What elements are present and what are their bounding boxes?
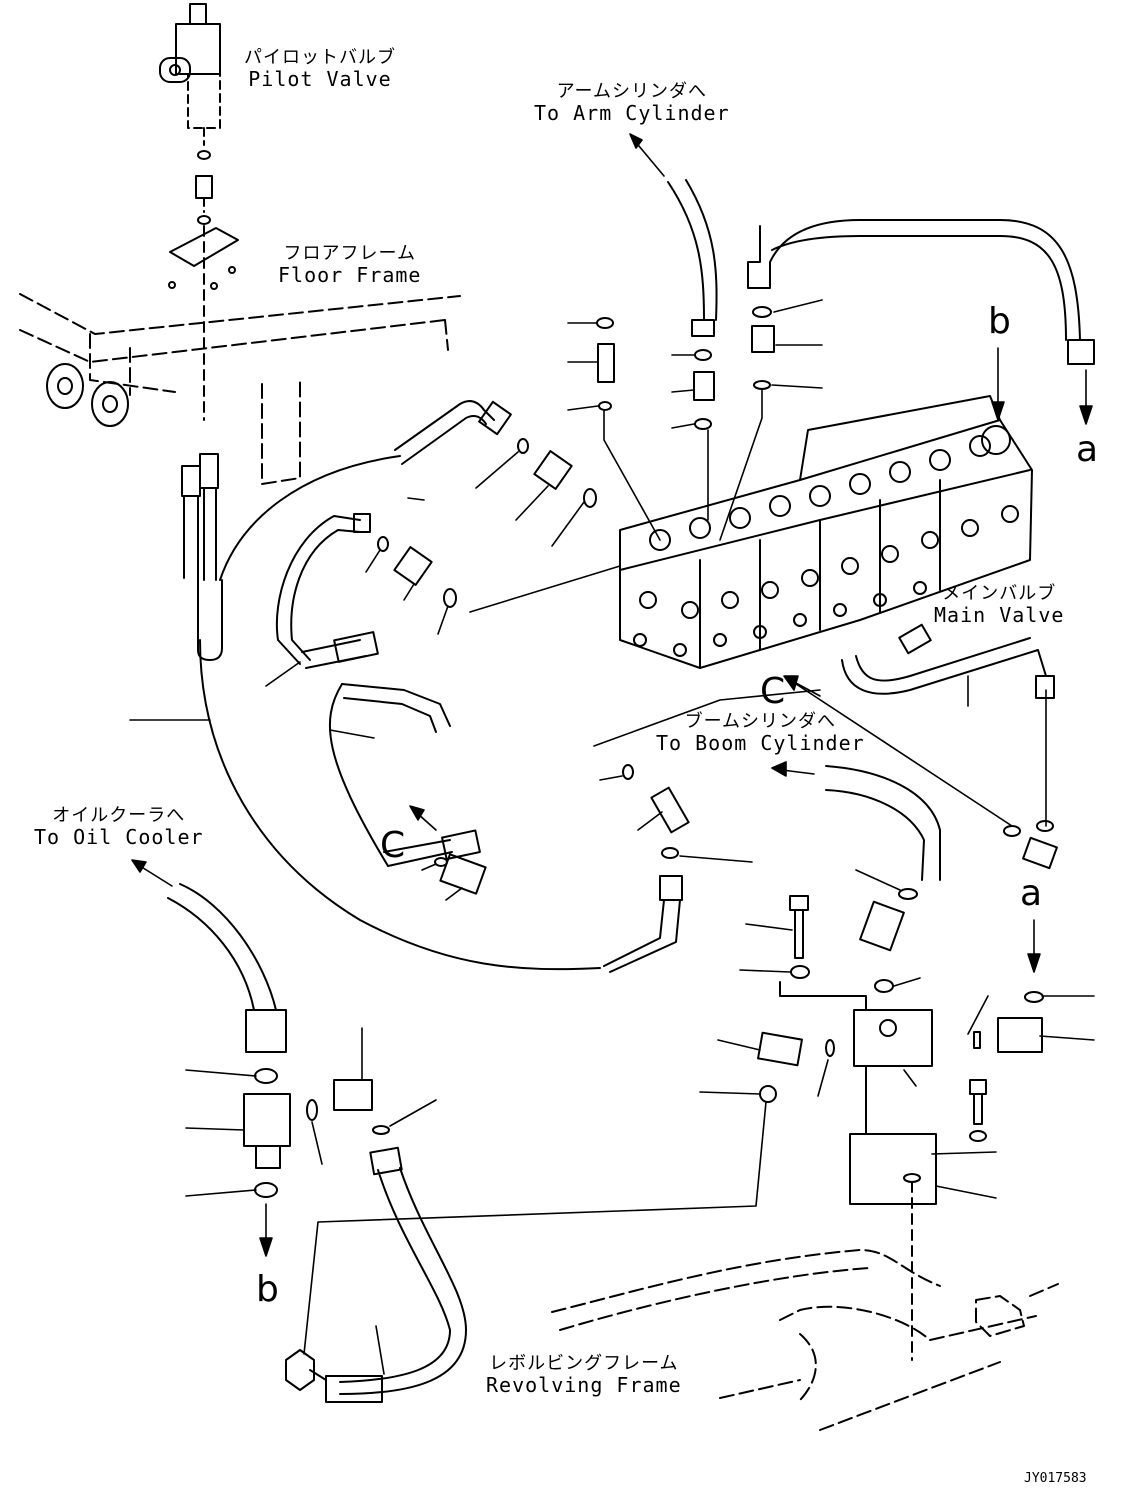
revolving-frame-label: レボルビングフレーム Revolving Frame	[486, 1354, 682, 1396]
arm-cylinder-hose	[667, 179, 718, 430]
oil-cooler-label: オイルクーラへ To Oil Cooler	[34, 806, 204, 848]
arm-cylinder-label-en: To Arm Cylinder	[534, 100, 730, 125]
revolving-frame-label-en: Revolving Frame	[486, 1372, 682, 1397]
floor-frame-label-en: Floor Frame	[278, 262, 422, 287]
ref-a-right: a	[1076, 429, 1099, 470]
oil-cooler-label-jp: オイルクーラへ	[52, 805, 186, 826]
hose-loop-mid	[275, 513, 379, 669]
ref-c-left: C	[380, 825, 406, 866]
ref-c-mid: C	[760, 671, 786, 712]
revolving-frame-label-jp: レボルビングフレーム	[489, 1353, 679, 1374]
main-valve-label: メインバルブ Main Valve	[934, 584, 1064, 626]
top-right-hose	[747, 219, 1095, 390]
main-valve-block	[619, 395, 1033, 669]
direction-arrows	[131, 133, 1093, 1257]
boom-cylinder-label-en: To Boom Cylinder	[656, 730, 865, 755]
hose-loop-lower	[328, 683, 487, 895]
oil-cooler-label-en: To Oil Cooler	[34, 824, 204, 849]
floor-frame-structure	[19, 293, 461, 485]
hose-lower-main	[603, 875, 683, 973]
drawing-code: JY017583	[1024, 1471, 1087, 1486]
hose-upper-left	[219, 400, 512, 581]
ref-a-mid: a	[1020, 873, 1043, 914]
ref-b-top: b	[988, 301, 1011, 342]
fittings-upper	[377, 317, 615, 608]
main-valve-label-jp: メインバルブ	[942, 583, 1057, 604]
revolving-frame-outline	[551, 1249, 1059, 1431]
floor-frame-label-jp: フロアフレーム	[283, 243, 416, 264]
arm-cylinder-label-jp: アームシリンダへ	[556, 81, 707, 102]
pilot-valve-label: パイロットバルブ Pilot Valve	[244, 48, 396, 90]
main-valve-label-en: Main Valve	[934, 602, 1065, 627]
pilot-valve-part	[159, 3, 221, 225]
revolving-frame-hose	[285, 1125, 467, 1403]
floor-frame-label: フロアフレーム Floor Frame	[278, 244, 421, 286]
pilot-valve-label-jp: パイロットバルブ	[244, 47, 396, 68]
main-valve-ports	[633, 425, 1019, 657]
left-hose-pair	[181, 453, 601, 971]
floor-frame-lugs	[46, 363, 129, 427]
hose-right-main-valve	[841, 623, 1058, 870]
pilot-valve-label-en: Pilot Valve	[248, 66, 392, 91]
arm-cylinder-label: アームシリンダへ To Arm Cylinder	[534, 82, 730, 124]
boom-cylinder-hose	[622, 764, 941, 881]
boom-cylinder-label-jp: ブームシリンダへ	[684, 711, 837, 732]
leader-lines	[129, 299, 1095, 1375]
oil-cooler-hose	[167, 883, 373, 1198]
ref-b-bottom: b	[256, 1269, 279, 1310]
boom-cylinder-label: ブームシリンダへ To Boom Cylinder	[656, 712, 865, 754]
block-fittings	[757, 888, 1044, 1361]
